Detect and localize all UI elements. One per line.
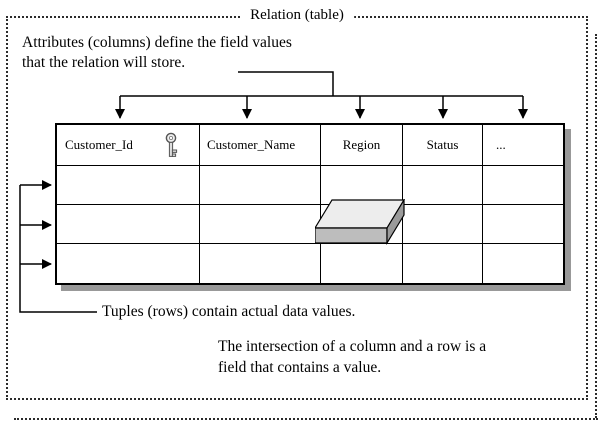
- column-header-label: ...: [496, 137, 506, 152]
- tuples-note: Tuples (rows) contain actual data values…: [102, 303, 356, 320]
- intersection-note-line1: The intersection of a column and a row i…: [218, 338, 487, 355]
- column-header-ellipsis: ...: [483, 125, 563, 166]
- attributes-note-line2: that the relation will store.: [22, 54, 186, 71]
- dotted-shadow-right: [595, 34, 597, 418]
- attributes-note-line1: Attributes (columns) define the field va…: [22, 34, 292, 51]
- dotted-shadow-bottom: [14, 418, 598, 420]
- table-cell: [200, 166, 321, 205]
- table-cell: [57, 244, 200, 283]
- column-header-status: Status: [403, 125, 483, 166]
- column-header-region: Region: [321, 125, 403, 166]
- key-icon: [163, 132, 179, 159]
- table-cell: [483, 166, 563, 205]
- intersection-note: The intersection of a column and a row i…: [218, 336, 486, 378]
- table-cell: [403, 244, 483, 283]
- table-cell: [403, 166, 483, 205]
- table-cell: [57, 166, 200, 205]
- table-cell: [483, 205, 563, 244]
- attributes-note: Attributes (columns) define the field va…: [22, 33, 292, 73]
- table-cell: [403, 205, 483, 244]
- column-header-customer-id: Customer_Id: [57, 125, 200, 166]
- intersection-note-line2: field that contains a value.: [218, 359, 382, 376]
- figure-title: Relation (table): [240, 7, 354, 24]
- table-cell: [57, 205, 200, 244]
- 3d-field-box: [313, 197, 406, 246]
- column-header-label: Customer_Id: [65, 137, 133, 152]
- column-header-label: Region: [342, 137, 381, 152]
- column-header-label: Customer_Name: [207, 137, 296, 152]
- relation-table: Customer_Id Customer_Name Region Status …: [55, 123, 565, 285]
- table-cell: [321, 244, 403, 283]
- table-cell: [200, 244, 321, 283]
- table-cell: [483, 244, 563, 283]
- column-header-label: Status: [426, 137, 459, 152]
- column-header-customer-name: Customer_Name: [200, 125, 321, 166]
- table-cell: [200, 205, 321, 244]
